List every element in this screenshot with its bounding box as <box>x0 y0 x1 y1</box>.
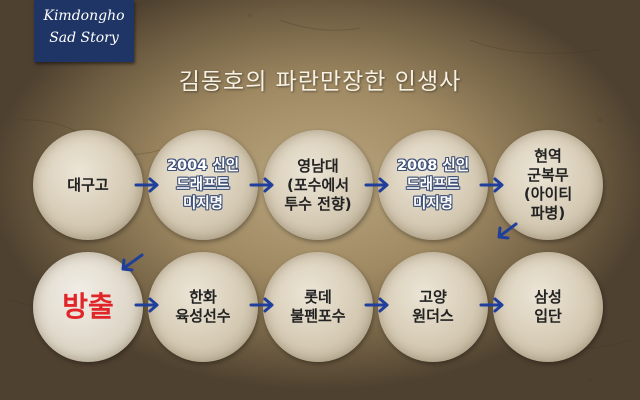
step-circle-6: 방출 <box>33 252 143 362</box>
step-label-4: 2008 신인 드래프트 미지명 <box>396 157 470 212</box>
step-label-5: 현역 군복무 (아이티 파병) <box>523 147 573 222</box>
story-badge: Kimdongho Sad Story <box>34 0 134 62</box>
step-label-3: 영남대 (포수에서 투수 전향) <box>284 156 352 213</box>
step-label-6: 방출 <box>62 290 114 323</box>
step-label-8: 롯데 불펜포수 <box>290 288 346 325</box>
step-label-9: 고양 원더스 <box>412 288 454 325</box>
step-circle-7: 한화 육성선수 <box>148 252 258 362</box>
step-label-7: 한화 육성선수 <box>175 288 231 325</box>
step-circle-4: 2008 신인 드래프트 미지명 <box>378 130 488 240</box>
step-label-1: 대구고 <box>67 175 109 194</box>
step-circle-2: 2004 신인 드래프트 미지명 <box>148 130 258 240</box>
page-title: 김동호의 파란만장한 인생사 <box>178 69 462 95</box>
step-circle-3: 영남대 (포수에서 투수 전향) <box>263 130 373 240</box>
step-label-2: 2004 신인 드래프트 미지명 <box>166 157 240 212</box>
badge-line-1: Kimdongho <box>43 8 125 24</box>
step-circle-8: 롯데 불펜포수 <box>263 252 373 362</box>
step-circle-10: 삼성 입단 <box>493 252 603 362</box>
step-circle-5: 현역 군복무 (아이티 파병) <box>493 130 603 240</box>
step-label-10: 삼성 입단 <box>534 288 562 325</box>
badge-line-2: Sad Story <box>49 30 119 46</box>
step-circle-1: 대구고 <box>33 130 143 240</box>
step-circle-9: 고양 원더스 <box>378 252 488 362</box>
